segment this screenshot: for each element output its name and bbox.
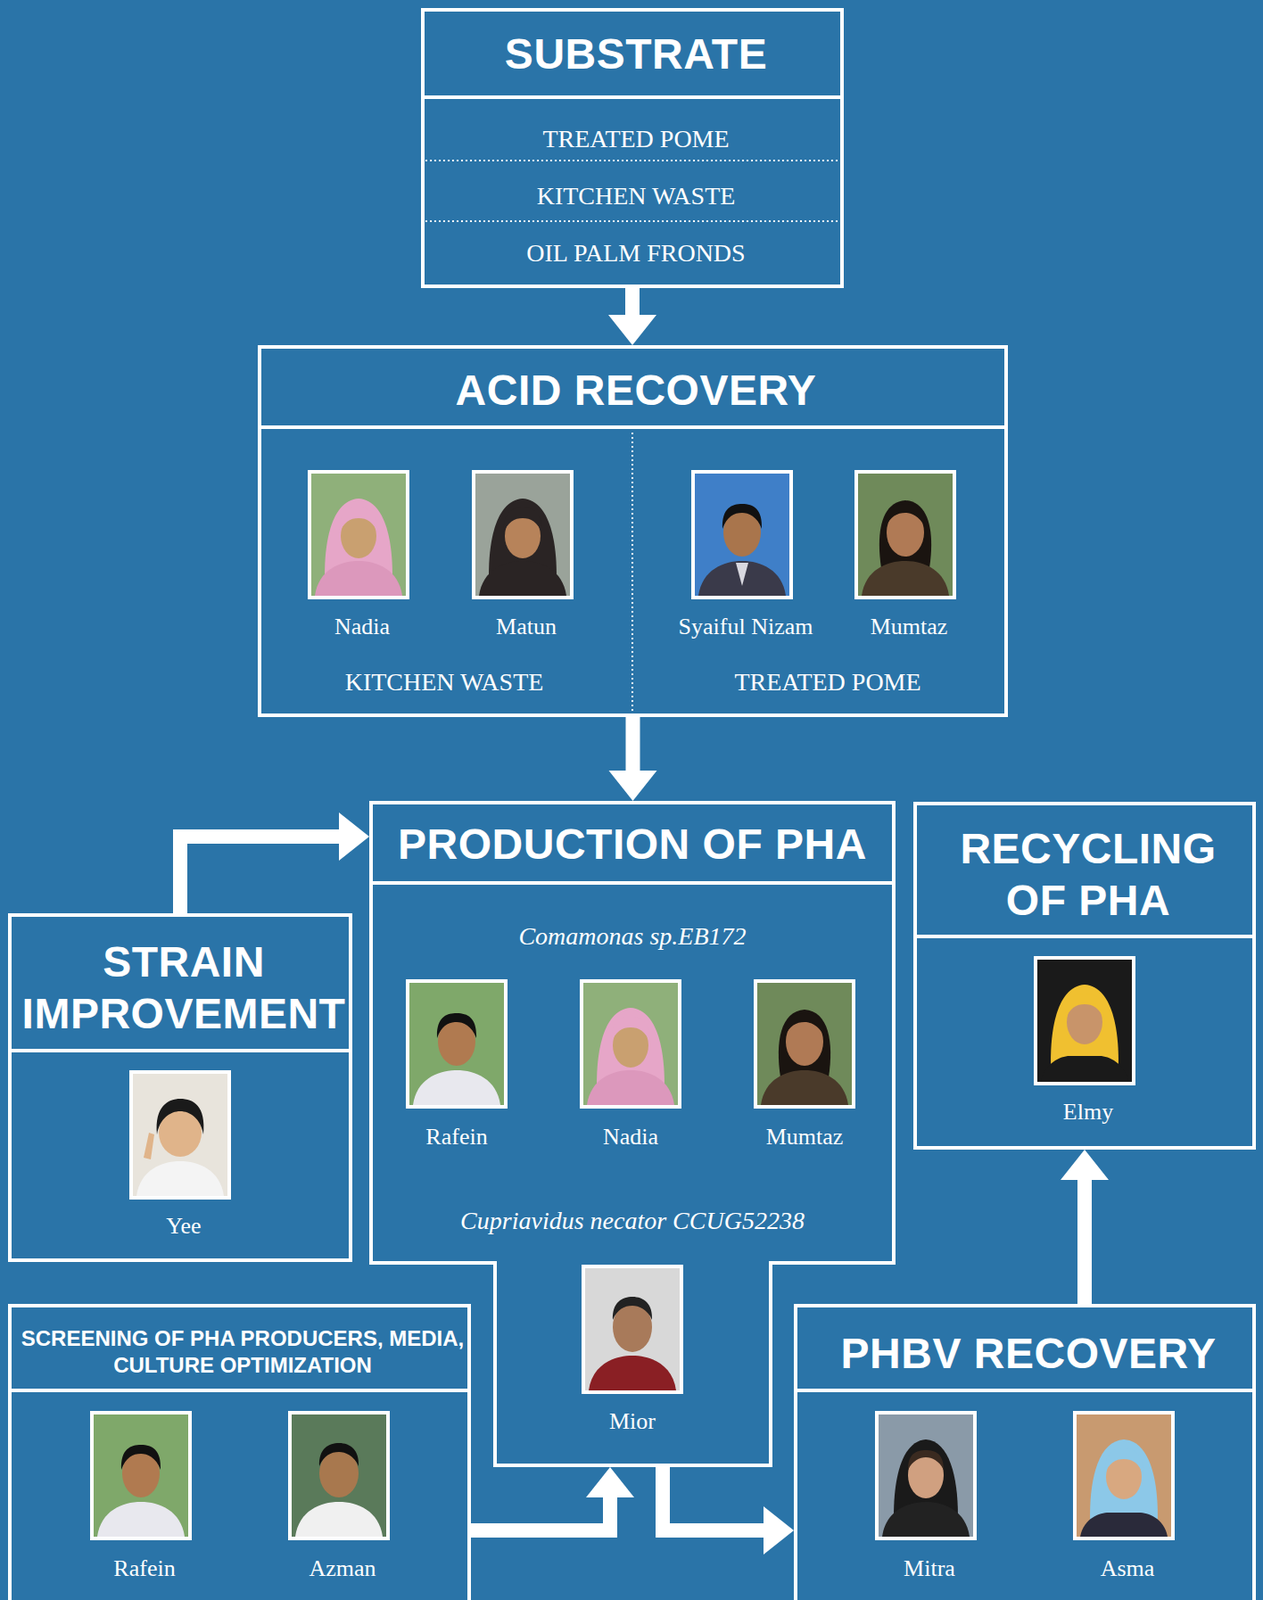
portrait-photo (307, 470, 410, 600)
person-name: Rafein (55, 1554, 234, 1583)
arrow-shaft (626, 717, 641, 771)
flow-arrow (662, 1467, 794, 1555)
person-name: Syaiful Nizam (665, 612, 826, 641)
process-box: ACID RECOVERY Nadia Matun Syaiful NizamMumt… (257, 345, 1008, 718)
substrate-box: SUBSTRATE TREATED POME KITCHEN WASTE OIL PA… (421, 8, 844, 289)
portrait-photo (579, 979, 682, 1109)
box-text: Comamonas sp.EB172 (382, 921, 883, 952)
separator-lines (8, 97, 1256, 1391)
node-outline-path (371, 802, 894, 1466)
box-text: KITCHEN WASTE (274, 667, 614, 698)
person-name: Mumtaz (724, 1122, 885, 1151)
person-name: Mior (543, 1407, 722, 1436)
box-text: TREATED POME (658, 667, 998, 698)
arrow-shaft (1077, 1180, 1092, 1305)
box-heading: STRAIN IMPROVEMENT (16, 936, 352, 1040)
arrow-head (608, 314, 657, 346)
flow-arrow (470, 1467, 635, 1531)
person-name: Nadia (286, 612, 438, 641)
box-text: KITCHEN WASTE (439, 181, 833, 212)
box-text: Cupriavidus necator CCUG52238 (378, 1205, 887, 1237)
box-heading: SUBSTRATE (439, 28, 833, 81)
arrow-shaft (625, 288, 640, 315)
flow-arrow (1060, 1149, 1109, 1305)
box-heading: ACID RECOVERY (279, 364, 993, 417)
box-heading: RECYCLING OF PHA (936, 823, 1240, 926)
arrow-head (763, 1506, 794, 1555)
portrait-photo (1073, 1411, 1175, 1541)
box-heading: SCREENING OF PHA PRODUCERS, MEDIA, CULTU… (19, 1325, 466, 1379)
person-name: Azman (253, 1554, 432, 1583)
person-name: Yee (94, 1212, 273, 1240)
portrait-photo (129, 1070, 232, 1200)
person-name: Nadia (550, 1122, 711, 1151)
portrait-photo (471, 470, 574, 600)
person-name: Rafein (376, 1122, 537, 1151)
portrait-photo (875, 1411, 977, 1541)
arrow-shaft (470, 1497, 611, 1531)
portrait-photo (1033, 956, 1136, 1086)
arrow-head (338, 812, 370, 861)
person-name: Matun (450, 612, 603, 641)
portrait-photo (753, 979, 856, 1109)
person-name: Mumtaz (833, 612, 985, 641)
process-box: STRAIN IMPROVEMENT Yee (8, 913, 353, 1263)
portrait-photo (90, 1411, 192, 1541)
box-heading: PHBV RECOVERY (805, 1328, 1252, 1380)
process-box: RECYCLING OF PHA Elmy (913, 801, 1256, 1150)
arrow-head (1060, 1149, 1109, 1181)
portrait-photo (854, 470, 957, 600)
process-box: PRODUCTION OF PHA Comamonas sp.EB172Rafei… (369, 800, 896, 1468)
portrait-photo (405, 979, 508, 1109)
flow-arrow (608, 288, 657, 346)
arrow-head (609, 770, 658, 801)
flow-arrow (609, 717, 658, 801)
process-box: PHBV RECOVERY Mitra Asma (793, 1304, 1256, 1600)
person-name: Mitra (840, 1554, 1019, 1583)
arrow-head (586, 1467, 635, 1498)
portrait-photo (581, 1264, 684, 1395)
person-name: Elmy (998, 1097, 1178, 1126)
process-box: SCREENING OF PHA PRODUCERS, MEDIA, CULTU… (8, 1304, 471, 1600)
flow-arrow (180, 812, 370, 914)
arrow-shaft (180, 836, 339, 914)
box-heading: PRODUCTION OF PHA (375, 818, 890, 871)
portrait-photo (691, 470, 793, 600)
portrait-photo (288, 1411, 390, 1541)
box-text: TREATED POME (439, 123, 833, 155)
arrow-shaft (662, 1467, 764, 1531)
person-name: Asma (1038, 1554, 1217, 1583)
box-text: OIL PALM FRONDS (439, 238, 833, 269)
